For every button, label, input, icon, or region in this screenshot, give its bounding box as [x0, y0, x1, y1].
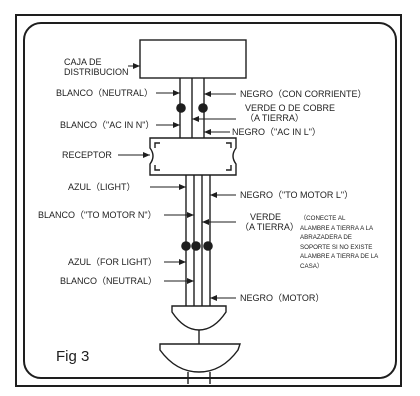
figure-caption: Fig 3	[56, 348, 90, 365]
arrow-black-motor	[210, 295, 217, 301]
label-green-line2: （A TIERRA）	[240, 222, 299, 233]
label-blue-for-light: AZUL（FOR LIGHT）	[68, 257, 158, 267]
label-black-live: NEGRO（CON CORRIENTE）	[240, 89, 367, 99]
arrow-white-neutral-top	[173, 90, 180, 96]
label-receiver: RECEPTOR	[62, 150, 112, 160]
ground-note-line2: ALAMBRE A TIERRA A LA	[300, 224, 374, 232]
ground-note-line6: CASA）	[300, 263, 324, 271]
arrow-green-copper	[192, 116, 199, 122]
label-green-line1: VERDE	[250, 212, 282, 222]
receiver-mark-tr	[226, 142, 232, 148]
label-green-copper: VERDE O DE COBRE （A TIERRA）	[245, 103, 335, 124]
ground-note-line4: SOPORTE SI NO EXISTE	[300, 243, 373, 251]
arrow-white-ac-in-n	[173, 122, 180, 128]
arrow-white-to-motor-n	[187, 212, 194, 218]
receiver-mark-bl	[154, 165, 160, 171]
arrow-black-to-motor-l	[210, 192, 217, 198]
wire-nut-upper-left	[176, 103, 186, 113]
ground-note: （CONECTE AL ALAMBRE A TIERRA A LA ABRAZA…	[300, 214, 378, 272]
label-junction-box-line2: DISTRIBUCION	[64, 67, 129, 78]
label-white-neutral-top: BLANCO（NEUTRAL）	[56, 88, 154, 98]
label-green-ground: VERDE （A TIERRA）	[240, 212, 299, 233]
label-black-to-motor-l: NEGRO（"TO MOTOR L"）	[240, 190, 354, 200]
label-junction-box-line1: CAJA DE	[64, 57, 102, 67]
label-white-neutral-bottom: BLANCO（NEUTRAL）	[60, 276, 158, 286]
label-white-ac-in-n: BLANCO（"AC IN N"）	[60, 120, 155, 130]
arrow-junction-box	[133, 63, 140, 69]
label-green-copper-line1: VERDE O DE COBRE	[245, 103, 336, 113]
arrow-black-ac-in-l	[204, 129, 211, 135]
label-white-to-motor-n: BLANCO（"TO MOTOR N"）	[38, 210, 157, 220]
outer-frame	[15, 14, 402, 387]
arrow-blue-for-light	[179, 259, 186, 265]
arrow-blue-light	[179, 184, 186, 190]
arrow-green-ground	[202, 219, 209, 225]
receiver-mark-tl	[154, 142, 160, 148]
ground-note-line5: ALAMBRE A TIERRA DE LA	[300, 253, 379, 261]
label-junction-box: CAJA DE DISTRIBUCION	[64, 57, 129, 78]
wire-nut-upper-right	[198, 103, 208, 113]
fan-motor-housing	[159, 343, 241, 373]
receiver-mark-br	[226, 165, 232, 171]
label-blue-light: AZUL（LIGHT）	[68, 182, 136, 192]
receiver-body	[149, 137, 237, 176]
wire-nut-lower-1	[181, 241, 191, 251]
arrow-white-neutral-bottom	[187, 278, 194, 284]
fan-canopy	[171, 305, 227, 331]
wire-nut-lower-3	[203, 241, 213, 251]
ground-note-line1: （CONECTE AL	[300, 215, 346, 222]
arrow-black-live	[204, 91, 211, 97]
label-green-copper-line2: （A TIERRA）	[245, 113, 304, 124]
label-black-motor: NEGRO（MOTOR）	[240, 293, 325, 303]
ground-note-line3: ABRAZADERA DE	[300, 234, 352, 242]
arrow-receiver	[143, 152, 150, 158]
junction-box	[139, 39, 247, 79]
wire-nut-lower-2	[191, 241, 201, 251]
label-black-ac-in-l: NEGRO（"AC IN L"）	[232, 127, 321, 137]
